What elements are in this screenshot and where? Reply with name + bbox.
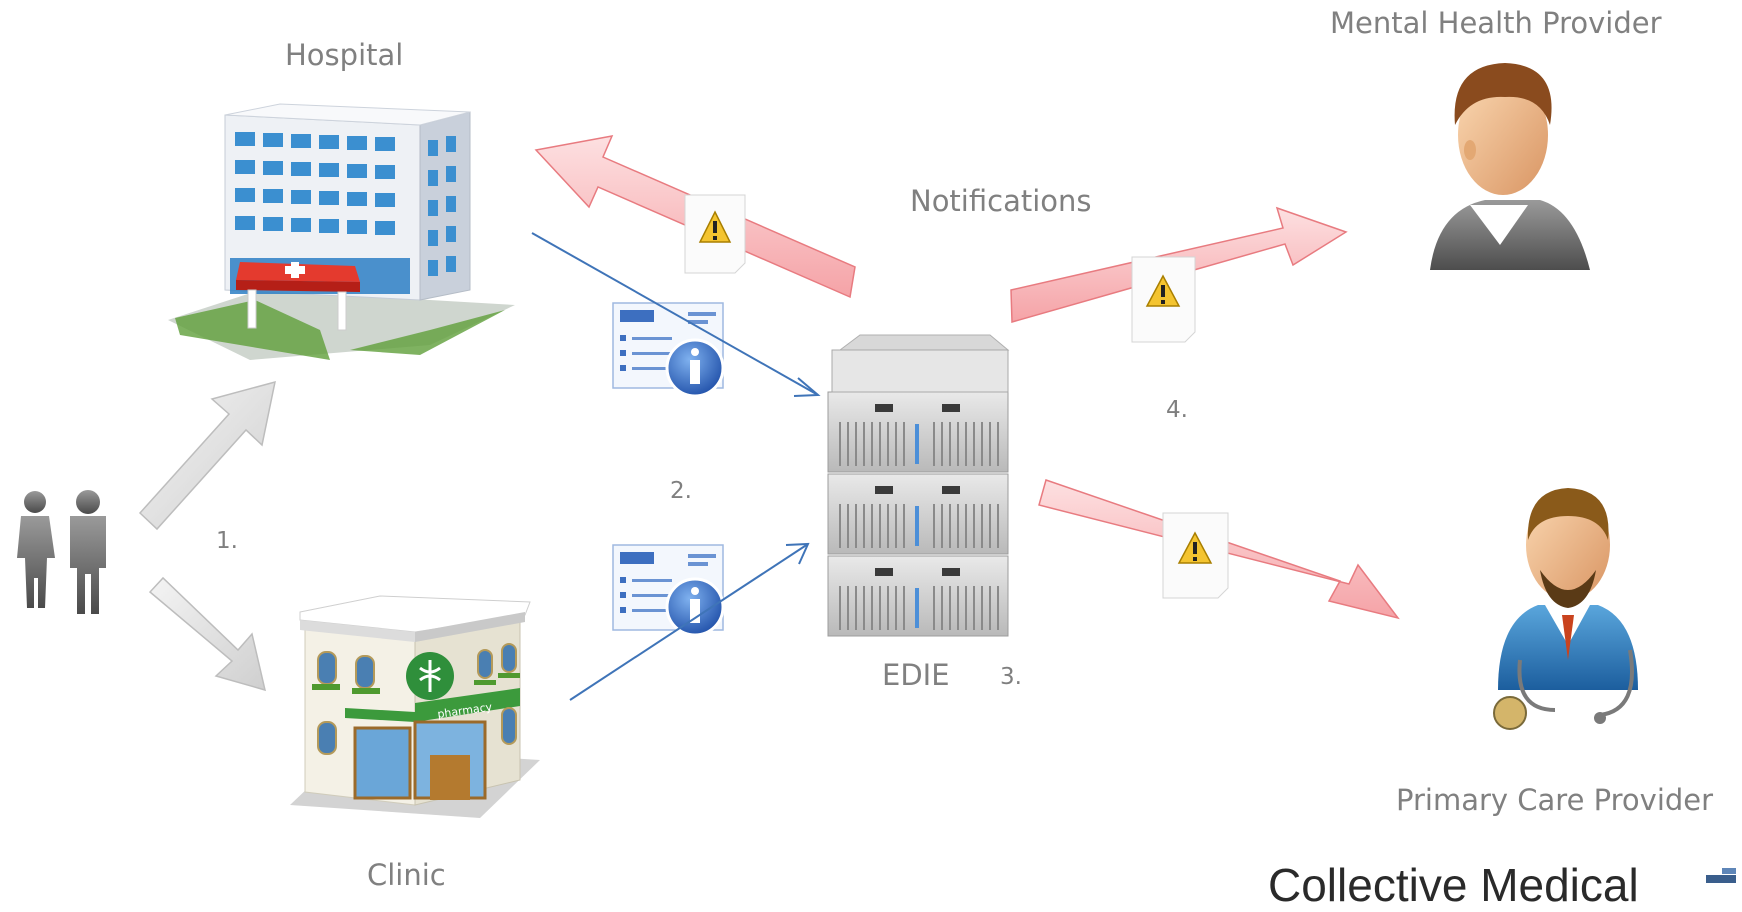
clinic-to-edie-line — [569, 542, 810, 701]
warning-document-icon — [1131, 256, 1196, 343]
notifications-label: Notifications — [910, 184, 1092, 218]
hospital-to-edie-line — [531, 232, 821, 397]
primary-care-provider-label: Primary Care Provider — [1396, 783, 1714, 817]
step-3-label: 3. — [1000, 664, 1022, 690]
server-icon — [827, 334, 1010, 637]
info-document-icon — [612, 544, 725, 637]
clinic-label: Clinic — [367, 858, 446, 892]
doctor-icon — [1493, 488, 1638, 730]
patient-to-hospital-arrow — [138, 380, 276, 531]
mental-health-provider-label: Mental Health Provider — [1330, 6, 1662, 40]
info-document-icon — [612, 302, 725, 398]
step-1-label: 1. — [216, 528, 238, 554]
clinic-pharmacy-icon: pharmacy — [290, 595, 540, 818]
step-4-label: 4. — [1166, 397, 1188, 423]
warning-document-icon — [684, 194, 746, 274]
provider-person-icon — [1430, 63, 1590, 270]
patient-to-clinic-arrow — [148, 576, 267, 692]
brand-logo-icon — [1706, 868, 1736, 883]
brand-name: Collective Medical — [1268, 859, 1639, 911]
edie-label: EDIE — [882, 658, 950, 692]
warning-document-icon — [1162, 512, 1229, 599]
hospital-label: Hospital — [285, 38, 404, 72]
people-icon — [17, 490, 106, 614]
step-2-label: 2. — [670, 478, 692, 504]
hospital-icon — [168, 103, 515, 360]
